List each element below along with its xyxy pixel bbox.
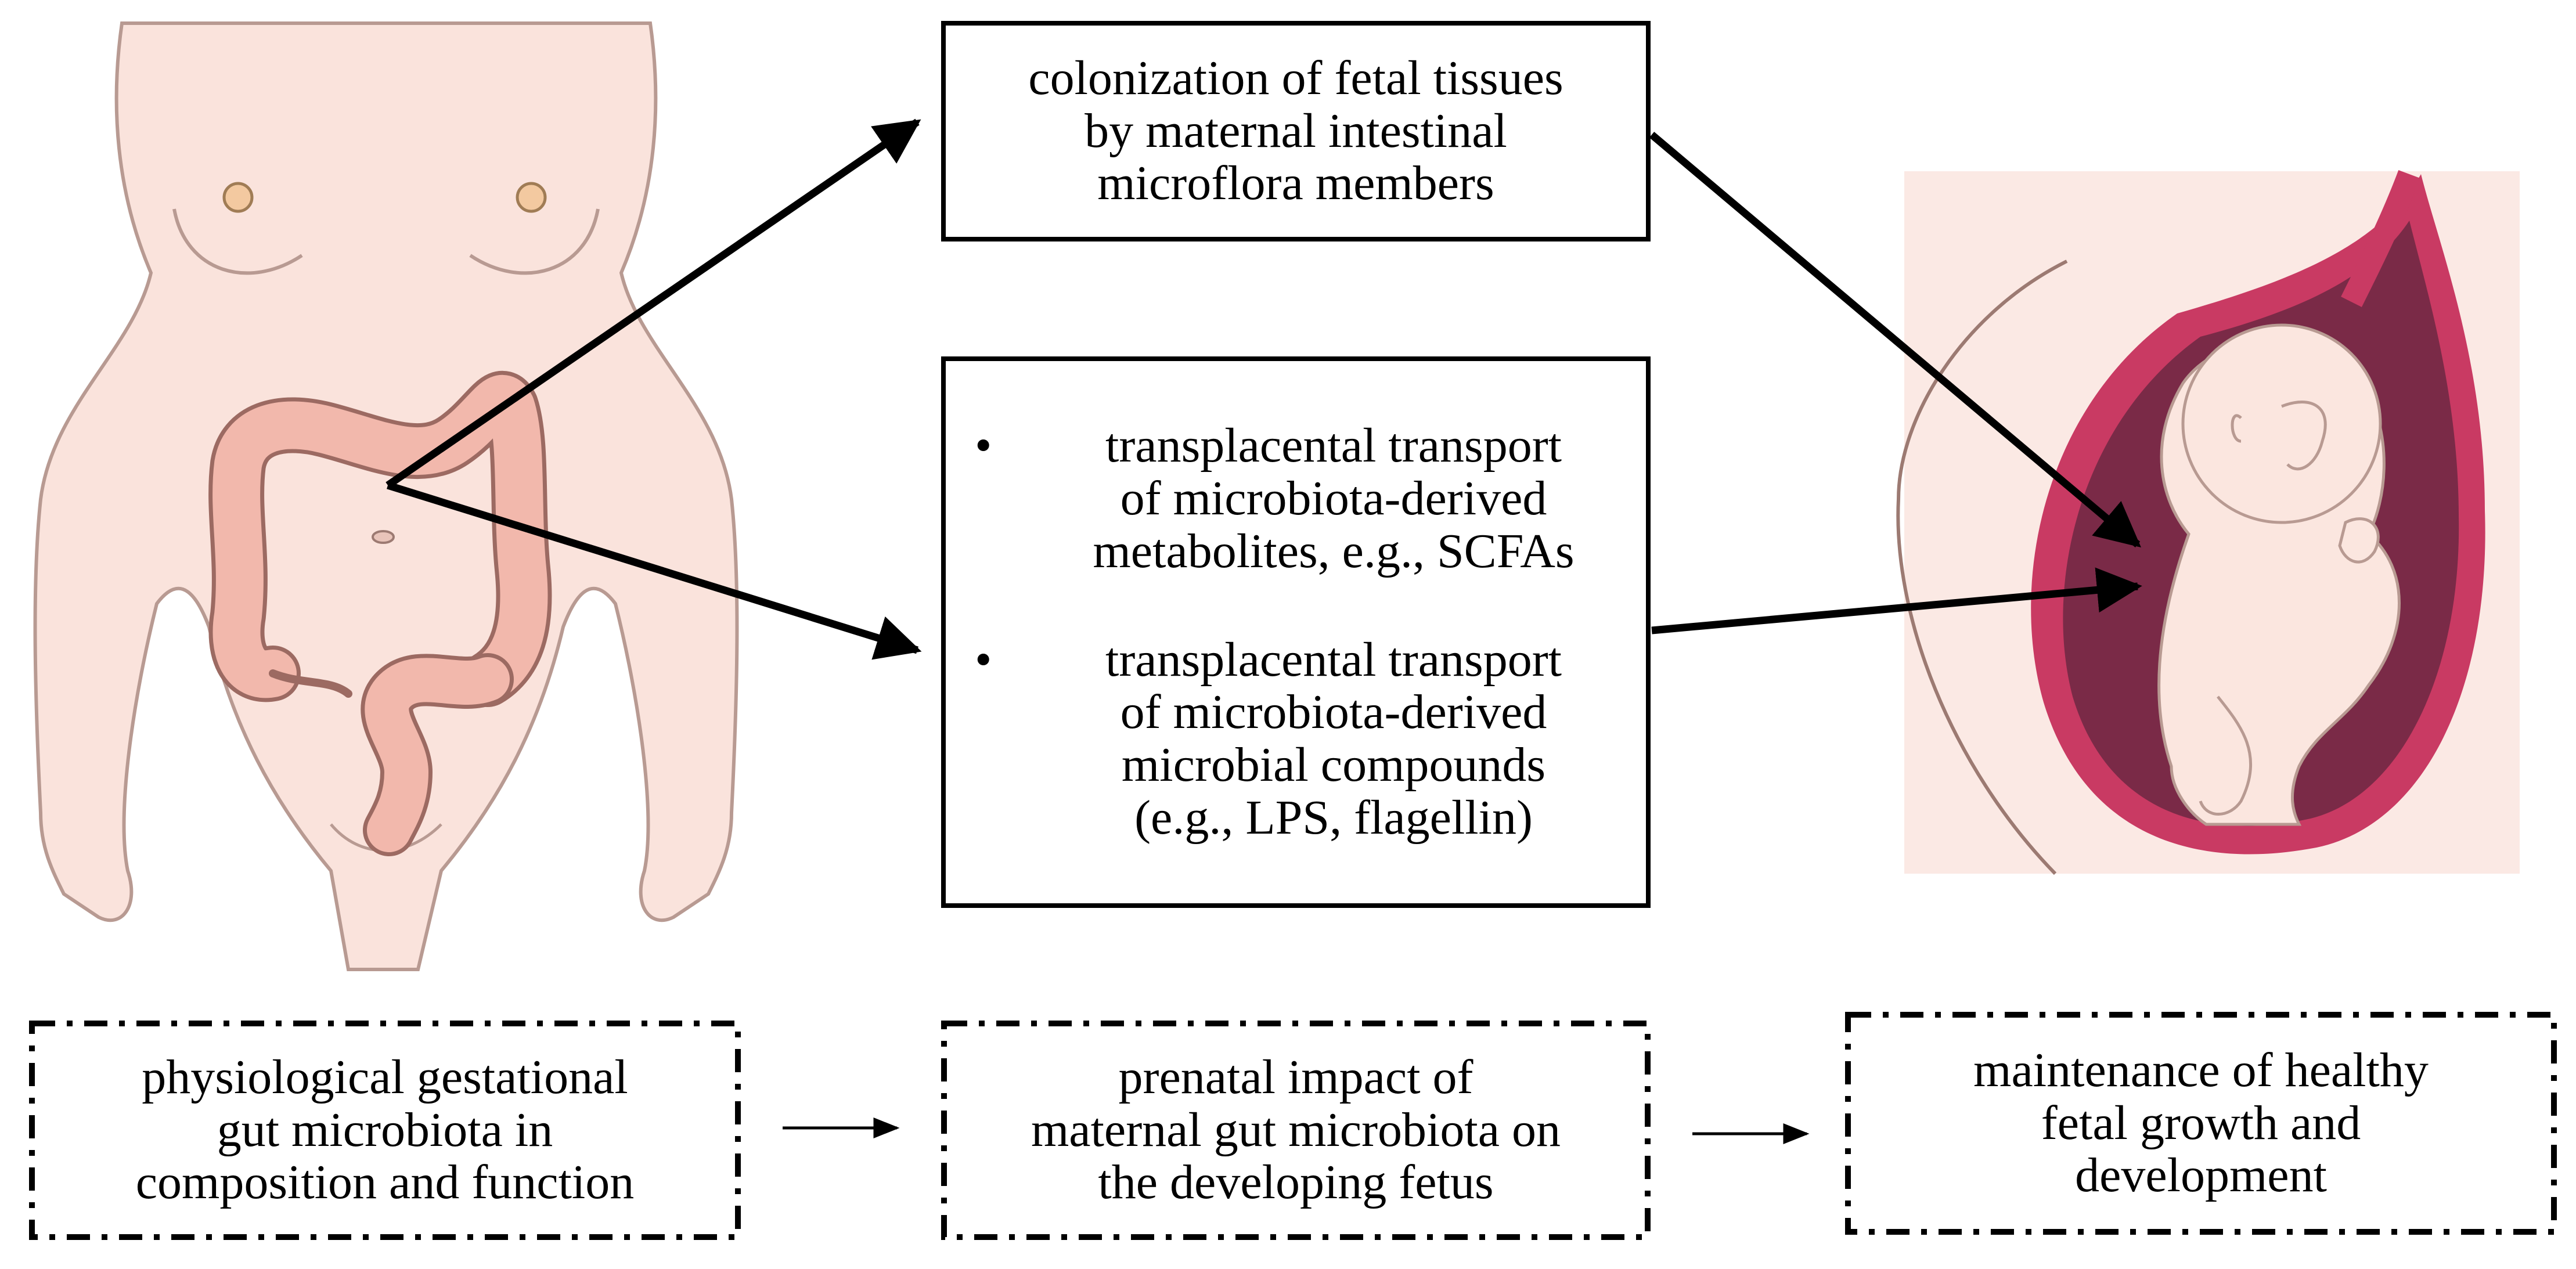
arrow-intestine-to-transport	[387, 481, 922, 660]
colonization-box: colonization of fetal tissues by materna…	[941, 21, 1651, 241]
intestine-illustration	[208, 371, 552, 856]
flow-1-line-2: gut microbiota in	[217, 1102, 553, 1157]
flow-1-line-1: physiological gestational	[142, 1050, 628, 1104]
arrow-colonization-to-fetus	[1649, 132, 2141, 548]
breast-right	[469, 208, 600, 275]
flow-box-healthy-growth: maintenance of healthy fetal growth and …	[1845, 1012, 2557, 1235]
appendix	[269, 669, 352, 698]
metabolites-line-3: metabolites, e.g., SCFAs	[1093, 524, 1575, 578]
maternal-abdomen-outline	[1896, 259, 2068, 875]
flow-3-line-3: development	[2075, 1148, 2327, 1203]
flow-2-line-1: prenatal impact of	[1118, 1050, 1473, 1104]
breast-left	[172, 208, 303, 275]
colonization-line-3: microflora members	[1097, 156, 1494, 211]
compounds-line-3: microbial compounds	[1121, 738, 1546, 792]
metabolites-line-1: transplacental transport	[1105, 419, 1562, 473]
transport-box: • transplacental transport of microbiota…	[941, 356, 1651, 908]
torso-silhouette	[33, 21, 739, 971]
flow-box-border	[29, 1021, 741, 1240]
compounds-line-4: (e.g., LPS, flagellin)	[1134, 790, 1533, 845]
diagram-arrows	[386, 118, 2142, 1144]
flow-box-gut-microbiota: physiological gestational gut microbiota…	[29, 1021, 741, 1240]
colonization-line-1: colonization of fetal tissues	[1028, 51, 1563, 105]
bullet-marker: •	[975, 632, 992, 687]
bullet-metabolites: • transplacental transport of microbiota…	[969, 420, 1623, 578]
fetus-leg	[2199, 695, 2252, 816]
flow-2-line-3: the developing fetus	[1098, 1155, 1494, 1210]
arrow-intestine-to-colonization	[386, 118, 921, 489]
flow-1-line-3: composition and function	[135, 1155, 635, 1210]
umbilical-cord-upper	[2341, 170, 2420, 307]
arrow-transport-to-fetus	[1651, 567, 2142, 634]
pregnant-uterus-illustration	[1896, 170, 2520, 875]
flow-3-line-2: fetal growth and	[2041, 1095, 2361, 1150]
flow-box-border	[941, 1021, 1651, 1240]
navel	[372, 530, 395, 544]
flow-3-line-1: maintenance of healthy	[1973, 1043, 2429, 1097]
flow-box-prenatal-impact: prenatal impact of maternal gut microbio…	[941, 1021, 1651, 1240]
fetus-arm	[2281, 401, 2327, 471]
colonization-line-2: by maternal intestinal	[1085, 103, 1507, 158]
bullet-compounds: • transplacental transport of microbiota…	[969, 632, 1623, 845]
fetus-head	[2181, 323, 2382, 524]
fetus-hand	[2338, 517, 2380, 564]
metabolites-line-2: of microbiota-derived	[1120, 471, 1547, 526]
sigmoid-colon-fill	[365, 657, 510, 852]
fetus-ear	[2231, 414, 2242, 443]
compounds-line-1: transplacental transport	[1105, 632, 1562, 687]
flow-box-border	[1845, 1012, 2557, 1235]
colon-fill	[212, 375, 548, 703]
nipple-left	[222, 182, 254, 213]
compounds-line-2: of microbiota-derived	[1120, 685, 1547, 740]
nipple-right	[516, 182, 547, 213]
flow-2-line-2: maternal gut microbiota on	[1031, 1102, 1561, 1157]
bullet-marker: •	[975, 419, 992, 473]
